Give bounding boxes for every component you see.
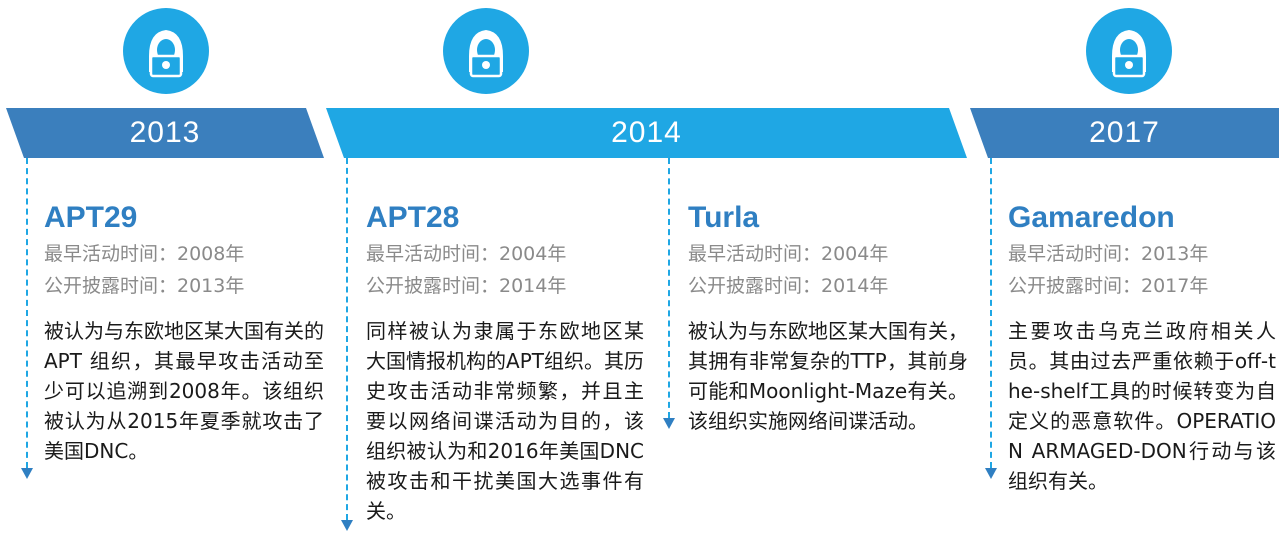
year-label: 2013 xyxy=(129,116,201,149)
disclosure-time: 公开披露时间：2014年 xyxy=(366,275,567,297)
group-name: Turla xyxy=(688,201,760,234)
group-name: APT28 xyxy=(366,201,460,234)
apt-entry: Turla 最早活动时间：2004年 公开披露时间：2014年 被认为与东欧地区… xyxy=(688,198,968,436)
disclosure-time: 公开披露时间：2017年 xyxy=(1008,275,1209,297)
hacker-icon xyxy=(123,8,209,94)
group-description: 被认为与东欧地区某大国有关的 APT 组织，其最早攻击活动至少可以追溯到2008… xyxy=(44,319,324,463)
apt-entry: APT29 最早活动时间：2008年 公开披露时间：2013年 被认为与东欧地区… xyxy=(44,198,324,466)
down-arrow-icon xyxy=(663,418,675,429)
timeline-connector xyxy=(990,158,992,468)
group-description: 被认为与东欧地区某大国有关，其拥有非常复杂的TTP，其前身可能和Moonligh… xyxy=(688,319,968,433)
first-active-time: 最早活动时间：2004年 xyxy=(688,243,889,265)
year-label: 2014 xyxy=(611,116,682,149)
down-arrow-icon xyxy=(341,520,353,531)
group-name: Gamaredon xyxy=(1008,201,1175,234)
year-band-2013: 2013 xyxy=(6,108,324,158)
group-description: 同样被认为隶属于东欧地区某大国情报机构的APT组织。其历史攻击活动非常频繁，并且… xyxy=(366,319,644,523)
apt-entry: APT28 最早活动时间：2004年 公开披露时间：2014年 同样被认为隶属于… xyxy=(366,198,644,526)
disclosure-time: 公开披露时间：2014年 xyxy=(688,275,889,297)
first-active-time: 最早活动时间：2013年 xyxy=(1008,243,1209,265)
down-arrow-icon xyxy=(21,468,33,479)
timeline-connector xyxy=(668,158,670,418)
disclosure-time: 公开披露时间：2013年 xyxy=(44,275,245,297)
group-name: APT29 xyxy=(44,201,138,234)
group-description: 主要攻击乌克兰政府相关人员。其由过去严重依赖于off-the-shelf工具的时… xyxy=(1008,319,1276,493)
first-active-time: 最早活动时间：2004年 xyxy=(366,243,567,265)
year-band-2017: 2017 xyxy=(970,108,1279,158)
timeline-connector xyxy=(346,158,348,520)
year-band-2014: 2014 xyxy=(326,108,967,158)
first-active-time: 最早活动时间：2008年 xyxy=(44,243,245,265)
hacker-icon xyxy=(443,8,529,94)
timeline-connector xyxy=(26,158,28,468)
hacker-icon xyxy=(1086,8,1172,94)
apt-entry: Gamaredon 最早活动时间：2013年 公开披露时间：2017年 主要攻击… xyxy=(1008,198,1276,496)
down-arrow-icon xyxy=(985,468,997,479)
year-label: 2017 xyxy=(1089,116,1160,149)
